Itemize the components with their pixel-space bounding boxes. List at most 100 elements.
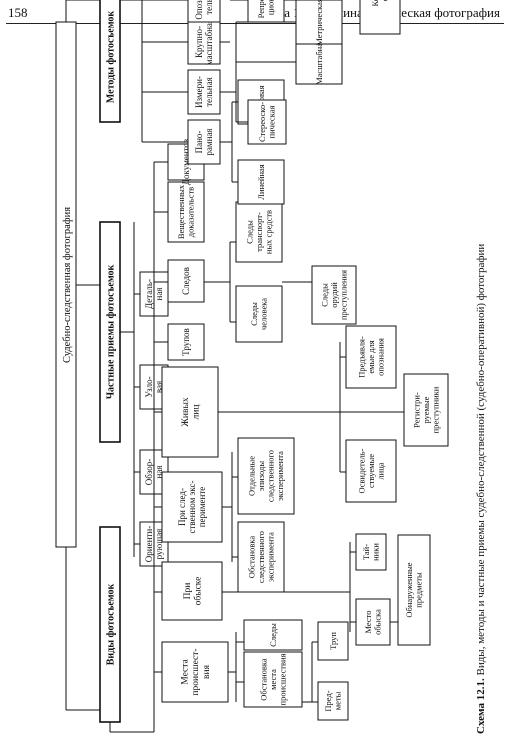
- metody-izmeritelnaya-box-text: Измери-: [194, 76, 204, 108]
- header-rule: [6, 23, 504, 24]
- vidy-veshchestvennyh-box-text: Вещественных: [176, 184, 186, 239]
- obysk-obnaruzhennye-box-text: Обнаруженные: [404, 562, 414, 617]
- mesta-sledy-box: Следы: [243, 619, 303, 651]
- sledov-transporta-box-text: транспорт-: [254, 212, 264, 252]
- zhivyh-osvidetelstvuemye-box-frame: [345, 439, 397, 503]
- sledov-cheloveka-box-text: Следы: [249, 302, 259, 326]
- root-box: Судебно-следственная фотография: [55, 21, 77, 548]
- zhivyh-predyavlyaemye-box-frame: [345, 325, 397, 389]
- obysk-tayniki-box: Тай-ники: [355, 533, 387, 571]
- mesta-trup-box: Труп: [317, 621, 349, 661]
- metody-opoznavatelnaya-box-text: Опознава-: [194, 0, 204, 20]
- chastnye-orientiruyushchaya-box-text: рующая: [154, 529, 164, 560]
- chastnye-uzlovaya-box-text: вая: [154, 381, 164, 393]
- root-title: Судебно-следственная фотография: [62, 207, 73, 363]
- vidy-obysk-box-frame: [161, 561, 223, 621]
- krupno-kontaktnym-box-frame: [359, 0, 401, 35]
- mesta-trup-box-frame: [317, 621, 349, 661]
- krupno-kontaktnym-box-text: Контактным: [370, 0, 380, 7]
- vidy-trupov-box-text: Трупов: [181, 328, 191, 356]
- obysk-mesto-box-text: обыска: [373, 609, 383, 635]
- eksperiment-epizody-box-text: Отдельные: [247, 456, 257, 496]
- category-vidy-box: Виды фотосъемок: [99, 526, 121, 723]
- vidy-dokumentov-box-text: Документов: [181, 139, 191, 185]
- izmeritelnaya-stereo-box-text: Стереоско-: [257, 102, 267, 142]
- eksperiment-epizody-box-text: следственного: [266, 450, 276, 502]
- zhivyh-registriruemye-box-text: Регистри-: [411, 392, 421, 428]
- vidy-sledov-box-text: Следов: [181, 267, 191, 295]
- vidy-sledov-box: Следов: [167, 259, 205, 303]
- sledov-orudiy-box-frame: [311, 265, 357, 325]
- obysk-obnaruzhennye-box-text: предметы: [414, 572, 424, 608]
- mesta-obstanovka-box-frame: [243, 651, 303, 708]
- chastnye-detalnaya-box-text: Деталь-: [144, 279, 154, 309]
- category-metody-box-frame: [99, 0, 121, 123]
- izmeritelnaya-metricheskaya-box-text: Метрическая: [314, 0, 324, 46]
- vidy-veshchestvennyh-box-frame: [167, 181, 205, 243]
- vidy-veshchestvennyh-box-text: доказательств: [186, 187, 196, 237]
- panoramnaya-lineynaya-box-frame: [237, 159, 285, 205]
- vidy-mesta-box-text: Места: [181, 658, 191, 684]
- category-chastnye-box-text: Частные приемы фотосъемок: [106, 264, 117, 399]
- mesta-sledy-box-text: Следы: [268, 623, 278, 647]
- krupno-kontaktnym-box-text: способом: [380, 0, 390, 1]
- vidy-zhivyh-box-text: Живых: [181, 397, 191, 426]
- vidy-zhivyh-box-text: лиц: [192, 405, 202, 420]
- caption-body: Виды, методы и частные приемы судебно-сл…: [475, 244, 487, 679]
- mesta-predmety-box: Пред-меты: [317, 681, 349, 721]
- krupno-reproduktsionnaya-box-frame: [247, 0, 285, 23]
- mesta-predmety-box-text: Пред-: [323, 690, 333, 711]
- zhivyh-registriruemye-box-frame: [403, 373, 449, 447]
- obysk-tayniki-box-text: ники: [371, 543, 381, 561]
- category-metody-box: Методы фотосъемок: [99, 0, 121, 123]
- zhivyh-osvidetelstvuemye-box-text: Освидетель-: [356, 448, 366, 493]
- zhivyh-predyavlyaemye-box-text: Предъявля-: [356, 336, 366, 378]
- eksperiment-obstanovka-box-text: следственного: [256, 531, 266, 583]
- chastnye-orientiruyushchaya-box-text: Ориенти-: [144, 526, 154, 562]
- mesta-trup-box-text: Труп: [328, 632, 338, 650]
- sledov-transporta-box-text: ных средств: [263, 210, 273, 254]
- sledov-orudiy-box-text: преступления: [338, 270, 348, 320]
- metody-panoramnaya-box-text: Пано-: [194, 131, 204, 154]
- metody-izmeritelnaya-box: Измери-тельная: [187, 69, 221, 115]
- eksperiment-epizody-box-text: эпизоды: [256, 461, 266, 491]
- obysk-obnaruzhennye-box-frame: [397, 534, 431, 646]
- obysk-mesto-box-text: Место: [363, 610, 373, 633]
- eksperiment-obstanovka-box-text: эксперимента: [265, 532, 275, 582]
- category-metody-box-text: Методы фотосъемок: [106, 11, 117, 104]
- izmeritelnaya-stereo-box-frame: [247, 99, 287, 145]
- vidy-trupov-box-frame: [167, 323, 205, 361]
- zhivyh-registriruemye-box-text: руемые: [421, 396, 431, 423]
- krupno-reproduktsionnaya-box-text: Репродук-: [256, 0, 266, 18]
- panoramnaya-lineynaya-box-text: Линейная: [256, 164, 266, 200]
- vidy-eksperiment-box-text: перименте: [197, 487, 207, 528]
- krupno-reproduktsionnaya-box-text: ционная: [266, 0, 276, 15]
- chastnye-uzlovaya-box-text: Узло-: [144, 376, 154, 397]
- krupno-reproduktsionnaya-box: Репродук-ционная: [247, 0, 285, 23]
- metody-opoznavatelnaya-box: Опознава-тельная: [187, 0, 221, 23]
- izmeritelnaya-stereo-box-text: пическая: [267, 106, 277, 139]
- mesta-obstanovka-box-text: Обстановка: [258, 658, 268, 701]
- izmeritelnaya-stereo-box: Стереоско-пическая: [247, 99, 287, 145]
- chastnye-obzornaya-box-text: Обзор-: [144, 459, 154, 486]
- chastnye-detalnaya-box-text: ная: [154, 288, 164, 301]
- eksperiment-epizody-box-frame: [237, 437, 295, 515]
- izmeritelnaya-metricheskaya-box-frame: [295, 0, 343, 45]
- chastnye-obzornaya-box-text: ная: [154, 466, 164, 479]
- metody-krupno-box-text: Крупно-: [194, 26, 204, 58]
- eksperiment-obstanovka-box-frame: [237, 521, 285, 593]
- mesta-predmety-box-text: меты: [333, 691, 343, 710]
